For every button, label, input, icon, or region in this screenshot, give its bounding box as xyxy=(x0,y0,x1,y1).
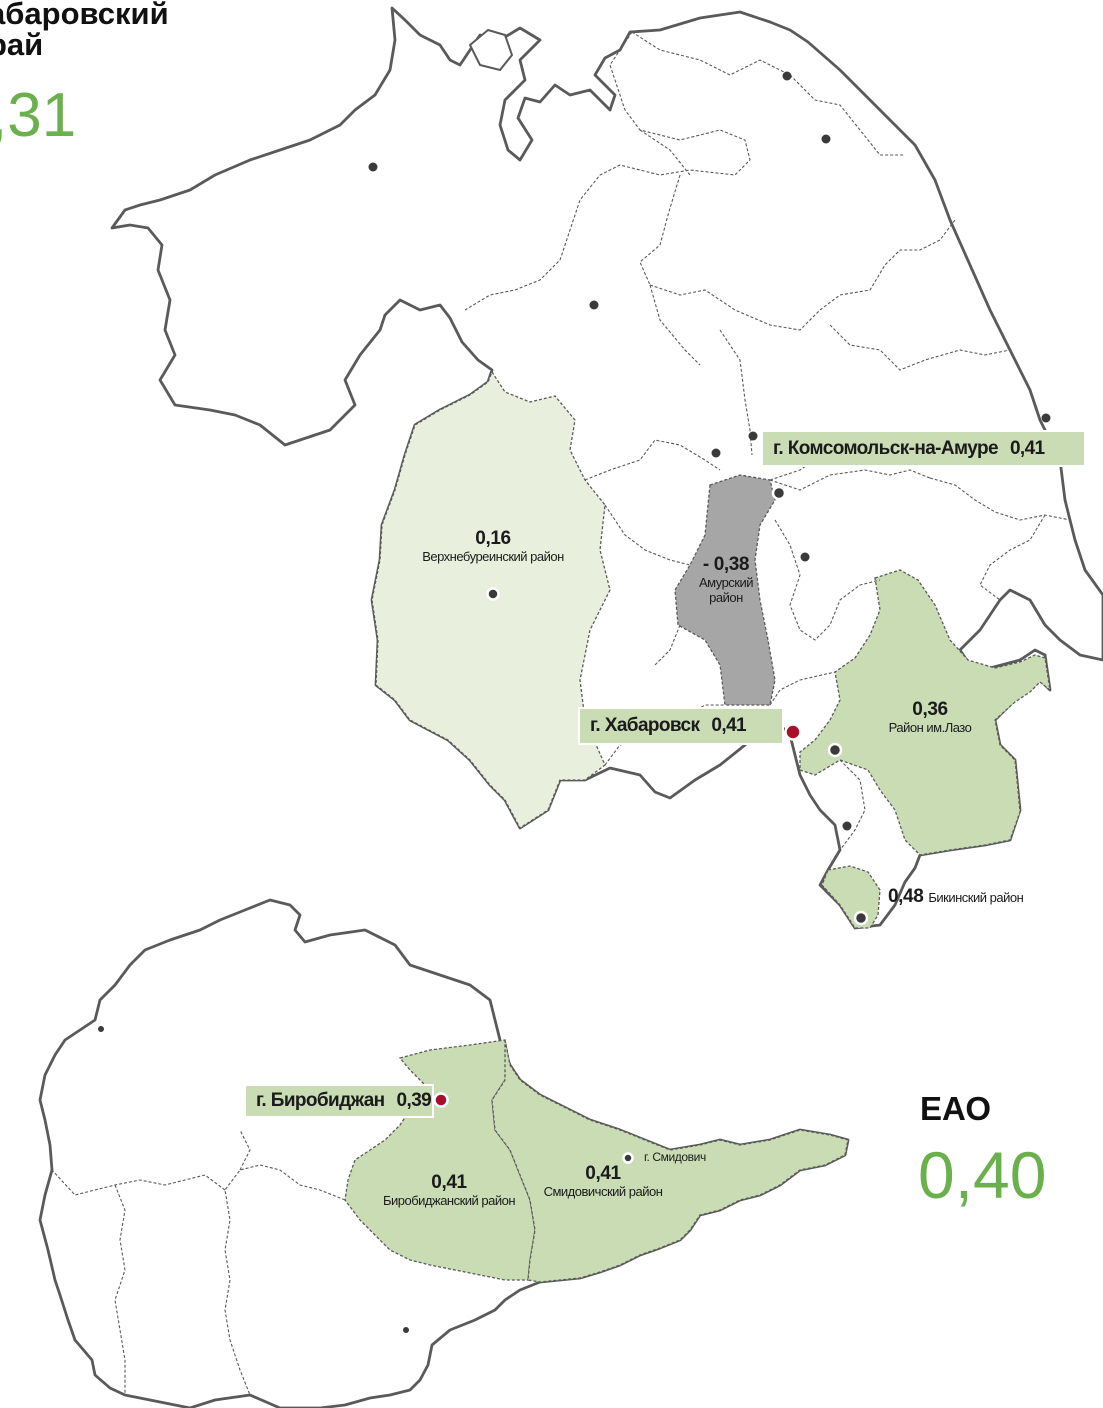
city-name: г. Биробиджан xyxy=(256,1090,385,1111)
town-label-smidovich: г. Смидович xyxy=(644,1150,706,1164)
district-value: - 0,38 xyxy=(702,554,750,575)
eao-value: 0,40 xyxy=(918,1138,1047,1212)
city-name: г. Комсомольск-на-Амуре xyxy=(773,437,999,459)
city-label-birobidzhan: г. Биробиджан 0,39 xyxy=(244,1084,434,1118)
city-value: 0,41 xyxy=(1009,437,1045,459)
district-amursky xyxy=(674,474,776,706)
district-label-bikinsky: 0,48 Бикинский район xyxy=(888,886,1024,908)
district-lazo xyxy=(799,569,1051,856)
district-name-line2: район xyxy=(709,590,743,605)
island-outline xyxy=(468,28,514,72)
district-value: 0,41 xyxy=(585,1163,621,1184)
city-value: 0,41 xyxy=(711,715,747,736)
district-name: Бикинский район xyxy=(928,890,1024,905)
district-value: 0,48 xyxy=(888,886,924,907)
city-name: г. Хабаровск xyxy=(590,715,700,736)
district-smidovichsky xyxy=(491,1039,849,1283)
eao-district-borders xyxy=(51,1129,346,1396)
district-label-birobidzhansky: 0,41 Биробиджанский район xyxy=(382,1172,516,1208)
labeled-town-dots xyxy=(486,485,869,1164)
district-label-smidovichsky: 0,41 Смидовичский район xyxy=(544,1163,663,1199)
city-value: 0,39 xyxy=(396,1090,432,1111)
district-name: Верхнебуреинский район xyxy=(422,549,564,564)
district-label-verkhnebureinsky: 0,16 Верхнебуреинский район xyxy=(422,528,564,564)
district-label-amursky: - 0,38 Амурский район xyxy=(698,554,754,605)
district-name: Биробиджанский район xyxy=(382,1193,516,1208)
district-label-lazo: 0,36 Район им.Лазо xyxy=(889,699,972,735)
district-name-line1: Амурский xyxy=(698,575,754,590)
eao-title: ЕАО xyxy=(920,1090,992,1127)
town-dots xyxy=(98,71,1051,1333)
capital-dots xyxy=(433,723,802,1108)
khabarovsk-krai-value: ,31 xyxy=(0,81,77,150)
district-name: Район им.Лазо xyxy=(888,720,972,735)
city-label-komsomolsk: г. Комсомольск-на-Амуре 0,41 xyxy=(761,430,1086,467)
district-value: 0,16 xyxy=(475,528,511,549)
city-label-khabarovsk: г. Хабаровск 0,41 xyxy=(578,707,784,745)
khabarovsk-krai-title: абаровский рай xyxy=(0,0,169,62)
district-value: 0,36 xyxy=(912,699,948,720)
district-value: 0,41 xyxy=(431,1172,467,1193)
district-birobidzhansky xyxy=(344,1039,536,1281)
district-name: Смидовичский район xyxy=(543,1184,663,1199)
